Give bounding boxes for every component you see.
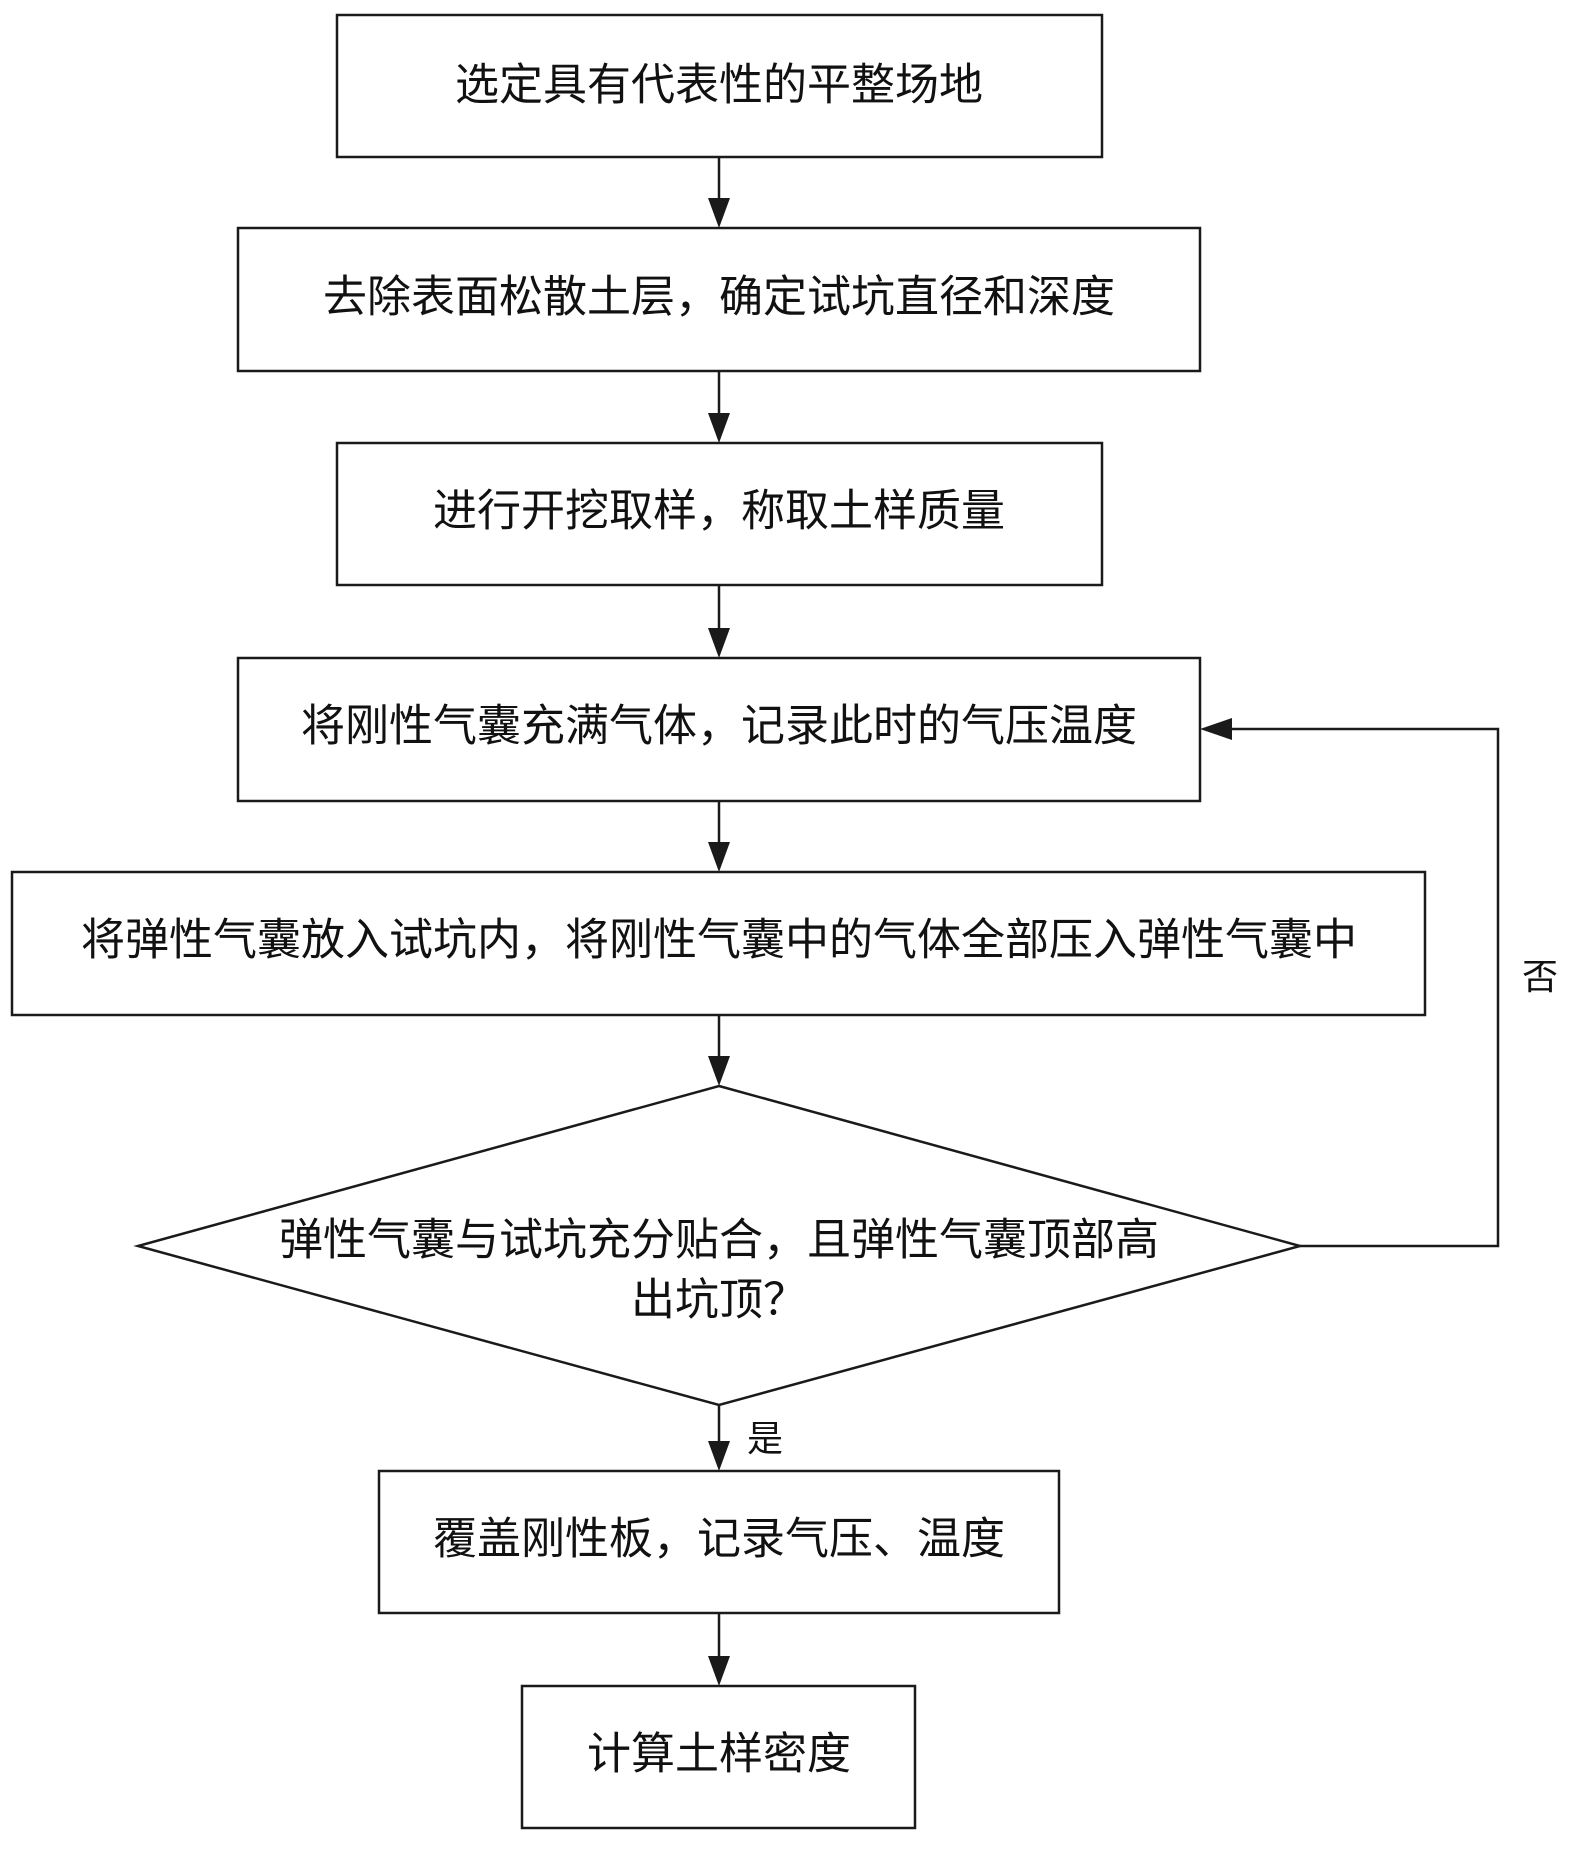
step-remove-soil-box (236, 226, 1202, 373)
decision-text-line1: 弹性气囊与试坑充分贴合，且弹性气囊顶部高 (279, 1215, 1159, 1266)
step-place-elastic-airbag-text: 将弹性气囊放入试坑内，将刚性气囊中的气体全部压入弹性气囊中 (81, 915, 1357, 966)
step-calculate-density-box (520, 1684, 917, 1830)
step-excavate-box (335, 441, 1104, 587)
yes-label: 是 (747, 1419, 783, 1460)
no-loop-arrowhead (1200, 718, 1232, 740)
step-fill-rigid-airbag-text: 将刚性气囊充满气体，记录此时的气压温度 (301, 701, 1137, 752)
arrow-decision-6-head (708, 1441, 730, 1471)
no-label: 否 (1522, 957, 1558, 998)
arrow-2-3-head (708, 413, 730, 443)
step-calculate-density-text: 计算土样密度 (587, 1729, 851, 1780)
arrow-4-5-head (708, 842, 730, 872)
step-fill-rigid-airbag-box (236, 656, 1202, 803)
step-excavate-text: 进行开挖取样，称取土样质量 (433, 486, 1005, 537)
arrow-5-decision-head (708, 1056, 730, 1086)
step-place-elastic-airbag-box (10, 870, 1427, 1017)
step-cover-plate-box (377, 1469, 1061, 1615)
step-select-site-box (335, 13, 1104, 159)
step-select-site-text: 选定具有代表性的平整场地 (455, 60, 983, 111)
step-remove-soil-text: 去除表面松散土层，确定试坑直径和深度 (323, 272, 1115, 323)
arrow-3-4-head (708, 628, 730, 658)
decision-text-line2: 出坑顶？ (631, 1275, 807, 1326)
no-loop-line (1232, 727, 1500, 1248)
arrow-1-2-head (708, 198, 730, 228)
step-cover-plate-text: 覆盖刚性板，记录气压、温度 (433, 1514, 1005, 1565)
arrow-6-7-head (708, 1656, 730, 1686)
